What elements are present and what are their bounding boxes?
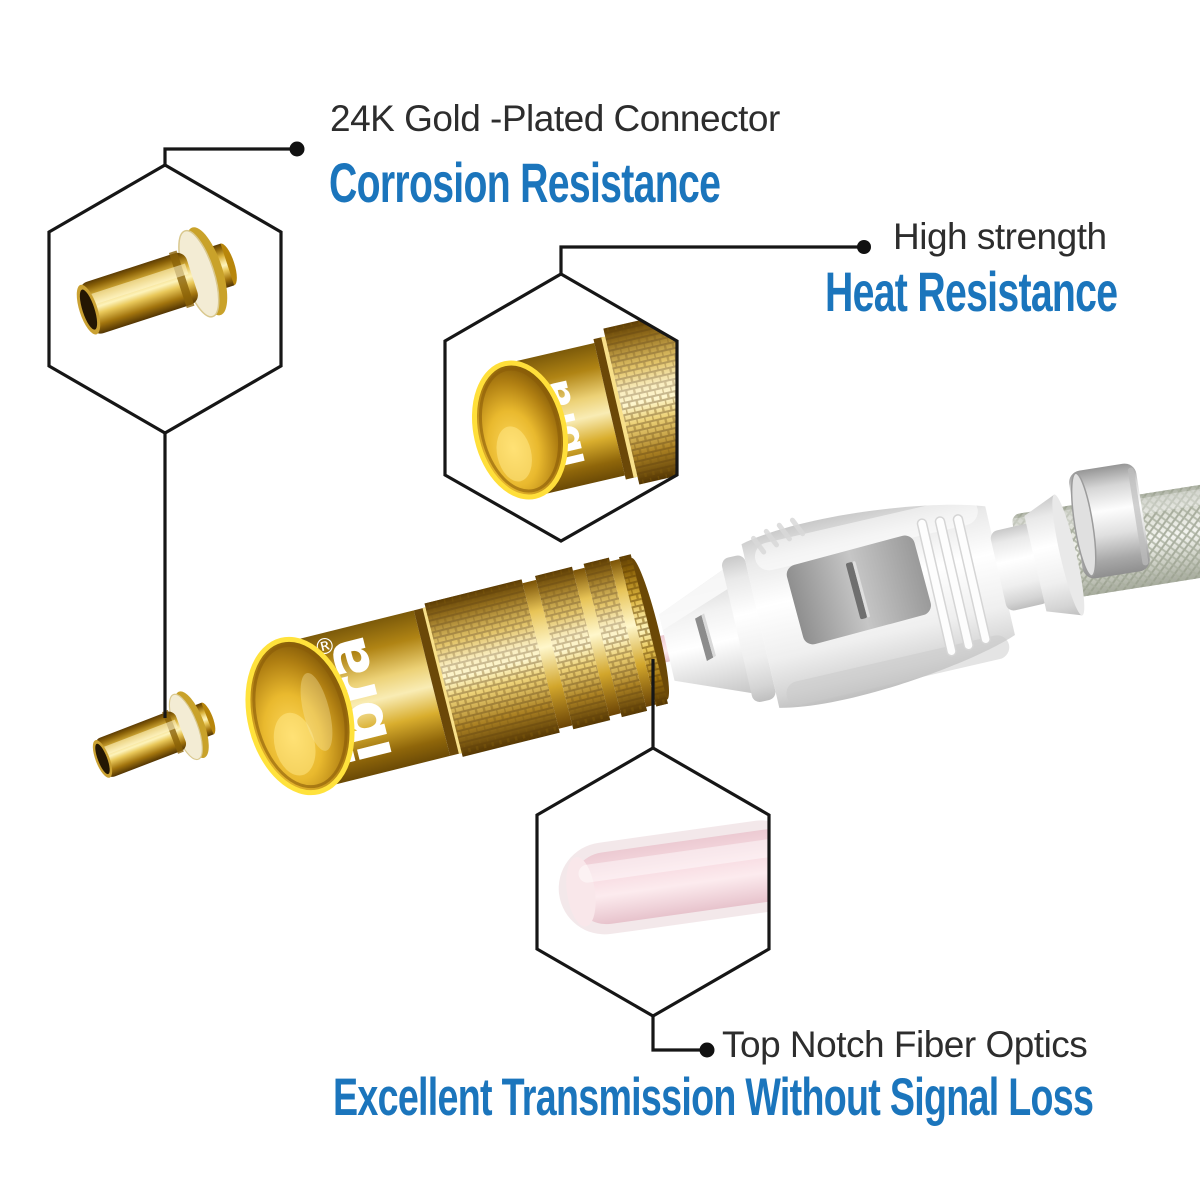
fiber-optics-heading: Top Notch Fiber Optics xyxy=(722,1024,1088,1065)
connector-closeup: ibra ® xyxy=(471,311,677,500)
hexagon-callout-ferrule xyxy=(47,163,283,435)
heat-resistance-benefit: Heat Resistance xyxy=(825,260,1118,323)
metal-ring xyxy=(1069,463,1150,579)
connector-mouth xyxy=(245,636,355,796)
hexagon-callout-fiber xyxy=(535,746,771,1018)
leader-gold-connector xyxy=(163,147,294,167)
gold-connector: ibra ® xyxy=(245,554,670,796)
main-product-photo: ibra ® xyxy=(82,463,1200,796)
leader-heat xyxy=(559,245,860,276)
leader-dot-fiber xyxy=(699,1042,715,1058)
leader-fiber-label xyxy=(651,1014,702,1052)
gold-connector-heading: 24K Gold -Plated Connector xyxy=(330,98,780,139)
leader-dot-heat xyxy=(857,240,871,254)
toslink-connector xyxy=(639,494,1085,708)
small-gold-ferrule xyxy=(82,683,226,796)
leader-lines xyxy=(163,147,860,1052)
body-panel xyxy=(786,535,931,645)
fiber-closeup xyxy=(558,820,769,935)
gold-connector-benefit: Corrosion Resistance xyxy=(329,151,721,214)
heat-resistance-heading: High strength xyxy=(893,216,1107,257)
leader-dot-gold xyxy=(289,141,305,157)
leader-dots xyxy=(289,141,871,1058)
fiber-optics-benefit: Excellent Transmission Without Signal Lo… xyxy=(333,1068,1094,1127)
hexagon-callout-connector: ibra ® xyxy=(443,272,679,543)
